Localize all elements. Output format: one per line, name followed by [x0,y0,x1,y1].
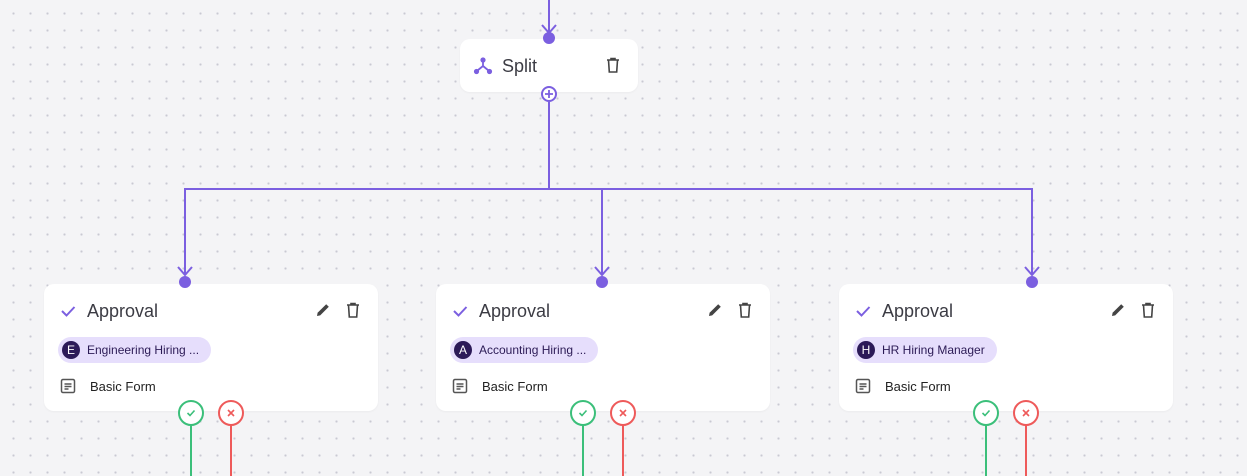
trash-icon [739,302,751,318]
delete-button[interactable] [1139,301,1157,324]
split-delete-button[interactable] [604,56,622,74]
check-icon [186,409,196,417]
trash-icon [347,302,359,318]
approval-title: Approval [87,301,159,321]
pencil-icon [1112,304,1124,316]
delete-button[interactable] [344,301,362,324]
split-input-handle[interactable] [543,32,555,44]
form-row[interactable]: Basic Form [855,378,951,394]
document-icon [452,378,468,394]
check-icon [578,409,588,417]
approval-title: Approval [882,301,954,321]
document-icon [855,378,871,394]
assignee-label: HR Hiring Manager [882,343,985,357]
split-title: Split [502,56,538,76]
approval-node-1[interactable]: Approval E Engineering Hiring ... Basic … [44,284,378,411]
form-row[interactable]: Basic Form [452,378,548,394]
approval-title: Approval [479,301,551,321]
approve-outcome-handle[interactable] [973,400,999,426]
reject-outcome-handle[interactable] [1013,400,1039,426]
approve-outcome-handle[interactable] [570,400,596,426]
approval-3-input-handle[interactable] [1026,276,1038,288]
approve-outcome-handle[interactable] [178,400,204,426]
trash-icon [607,57,619,73]
assignee-label: Accounting Hiring ... [479,343,587,357]
avatar: H [857,341,875,359]
edit-button[interactable] [706,301,724,324]
pencil-icon [317,304,329,316]
close-icon [619,409,627,417]
approval-2-input-handle[interactable] [596,276,608,288]
split-icon [473,56,493,81]
avatar: A [454,341,472,359]
split-add-branch-button[interactable] [541,86,557,102]
check-icon [853,301,873,326]
reject-outcome-handle[interactable] [610,400,636,426]
form-label: Basic Form [482,378,548,394]
assignee-chip[interactable]: H HR Hiring Manager [853,337,997,363]
check-icon [450,301,470,326]
check-icon [981,409,991,417]
delete-button[interactable] [736,301,754,324]
assignee-chip[interactable]: A Accounting Hiring ... [450,337,599,363]
plus-icon [545,90,553,98]
check-icon [58,301,78,326]
edit-button[interactable] [1109,301,1127,324]
approval-1-input-handle[interactable] [179,276,191,288]
close-icon [1022,409,1030,417]
avatar: E [62,341,80,359]
form-label: Basic Form [90,378,156,394]
form-label: Basic Form [885,378,951,394]
approval-node-3[interactable]: Approval H HR Hiring Manager Basic Form [839,284,1173,411]
reject-outcome-handle[interactable] [218,400,244,426]
pencil-icon [709,304,721,316]
close-icon [227,409,235,417]
edit-button[interactable] [314,301,332,324]
split-node[interactable]: Split [460,39,638,92]
document-icon [60,378,76,394]
assignee-label: Engineering Hiring ... [87,343,200,357]
form-row[interactable]: Basic Form [60,378,156,394]
approval-node-2[interactable]: Approval A Accounting Hiring ... Basic F… [436,284,770,411]
trash-icon [1142,302,1154,318]
assignee-chip[interactable]: E Engineering Hiring ... [58,337,212,363]
